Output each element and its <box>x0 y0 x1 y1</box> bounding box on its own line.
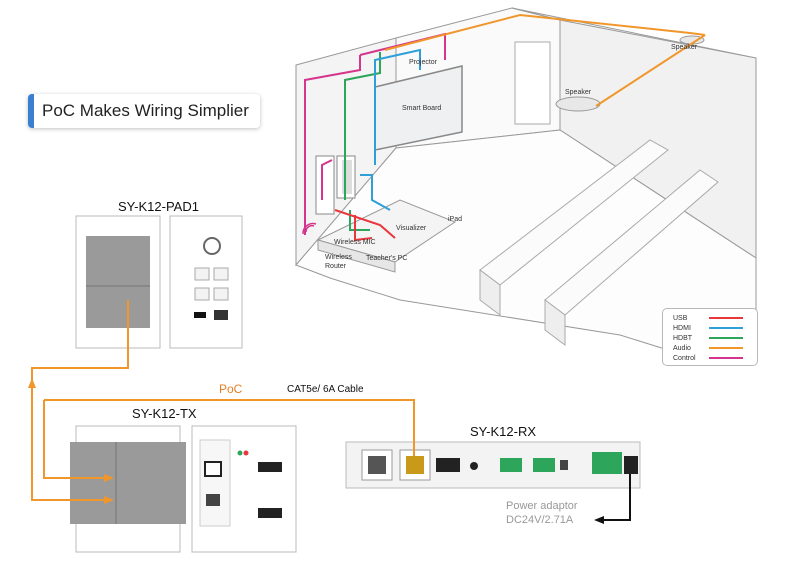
wireless-router-label: Wireless <box>325 254 352 261</box>
poc-cabling <box>31 300 415 501</box>
power-cable <box>600 474 631 521</box>
ipad-label: iPad <box>448 216 463 223</box>
pad1-device <box>75 215 243 349</box>
legend-item: Control <box>673 353 743 363</box>
rx-label: SY-K12-RX <box>470 424 536 439</box>
legend-item: HDBT <box>673 333 743 343</box>
projector-label: Projector <box>409 59 438 66</box>
legend-item: Audio <box>673 343 743 353</box>
cable-type-label: CAT5e/ 6A Cable <box>287 384 364 395</box>
tx-device <box>70 425 297 553</box>
wireless-mic-label: Wireless MIC <box>334 239 376 246</box>
legend-swatch <box>709 357 743 359</box>
room-wiring <box>304 13 706 242</box>
power-adaptor-line2: DC24V/2.71A <box>506 514 574 526</box>
poc-label: PoC <box>219 382 243 396</box>
smart-board-label: Smart Board <box>402 105 442 112</box>
wifi-icon <box>302 222 317 235</box>
speaker-label: Speaker <box>671 44 698 51</box>
power-adaptor-line1: Power adaptor <box>506 500 578 512</box>
title-accent <box>28 94 34 128</box>
speaker-label: Speaker <box>565 89 592 96</box>
pad1-label: SY-K12-PAD1 <box>118 199 199 214</box>
legend-swatch <box>709 317 743 319</box>
legend-item: USB <box>673 313 743 323</box>
visualizer-label: Visualizer <box>396 225 427 232</box>
classroom <box>295 7 757 361</box>
legend-swatch <box>709 337 743 339</box>
legend: USB HDMI HDBT Audio Control <box>662 308 758 366</box>
legend-item: HDMI <box>673 323 743 333</box>
legend-swatch <box>709 327 743 329</box>
legend-swatch <box>709 347 743 349</box>
wireless-router-label-2: Router <box>325 263 347 270</box>
rx-device <box>345 441 641 489</box>
page-title: PoC Makes Wiring Simplier <box>42 101 249 120</box>
teachers-pc-label: Teacher's PC <box>366 255 408 262</box>
title-badge: PoC Makes Wiring Simplier <box>28 94 260 128</box>
tx-label: SY-K12-TX <box>132 406 197 421</box>
